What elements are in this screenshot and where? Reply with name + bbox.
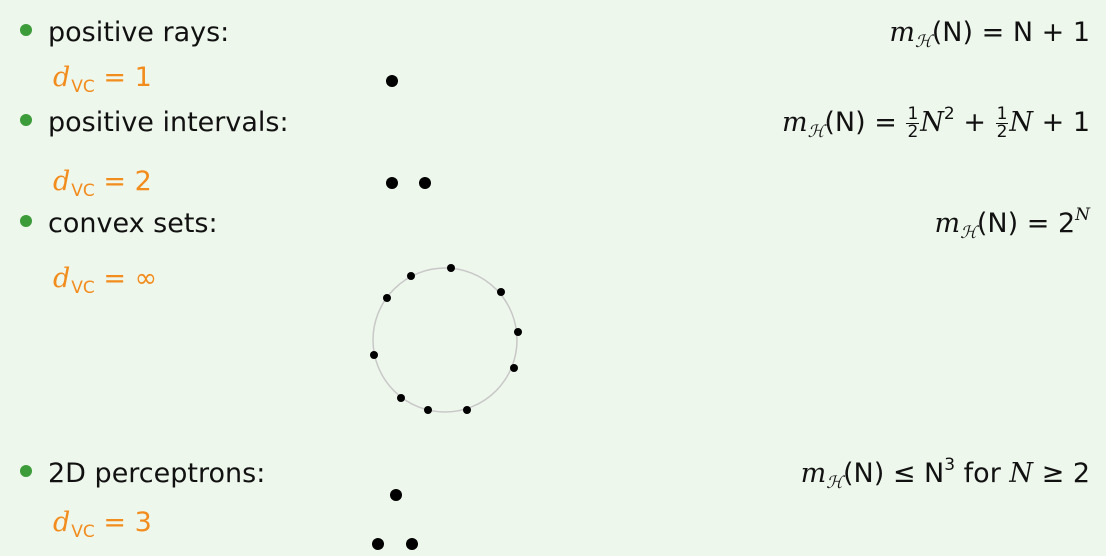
formula-2d-perceptrons: mℋ(N) ≤ N3 for N ≥ 2 bbox=[800, 455, 1090, 494]
point-dot bbox=[372, 538, 384, 550]
dvc-positive-rays: dVC = 1 bbox=[53, 62, 152, 97]
point-dot bbox=[419, 177, 431, 189]
point-dot bbox=[386, 177, 398, 189]
item-label-text: positive intervals: bbox=[48, 107, 289, 138]
bullet-icon bbox=[20, 114, 32, 126]
point-dot bbox=[463, 406, 471, 414]
dvc-2d-perceptrons: dVC = 3 bbox=[53, 507, 152, 542]
formula-positive-rays: mℋ(N) = N + 1 bbox=[889, 17, 1090, 52]
bullet-icon bbox=[20, 215, 32, 227]
formula-convex-sets: mℋ(N) = 2N bbox=[934, 205, 1090, 244]
point-dot bbox=[386, 75, 398, 87]
point-dot bbox=[383, 294, 391, 302]
item-positive-intervals-label: positive intervals: bbox=[20, 106, 289, 140]
point-dot bbox=[510, 364, 518, 372]
point-dot bbox=[397, 394, 405, 402]
item-label-text: convex sets: bbox=[48, 208, 218, 239]
bullet-icon bbox=[20, 465, 32, 477]
point-dot bbox=[424, 406, 432, 414]
item-label-text: positive rays: bbox=[48, 17, 230, 48]
dvc-convex-sets: dVC = ∞ bbox=[53, 263, 158, 298]
point-dot bbox=[514, 328, 522, 336]
point-dot bbox=[407, 272, 415, 280]
point-dot bbox=[497, 288, 505, 296]
point-dot bbox=[406, 538, 418, 550]
convex-points-circle bbox=[370, 264, 522, 414]
point-dot bbox=[447, 264, 455, 272]
bullet-icon bbox=[20, 24, 32, 36]
dvc-positive-intervals: dVC = 2 bbox=[53, 166, 152, 201]
circle-outline bbox=[372, 267, 518, 413]
item-2d-perceptrons-label: 2D perceptrons: bbox=[20, 457, 265, 491]
point-dot bbox=[370, 351, 378, 359]
point-dot bbox=[390, 489, 402, 501]
item-label-text: 2D perceptrons: bbox=[48, 458, 266, 489]
item-positive-rays-label: positive rays: bbox=[20, 16, 229, 50]
item-convex-sets-label: convex sets: bbox=[20, 207, 218, 241]
